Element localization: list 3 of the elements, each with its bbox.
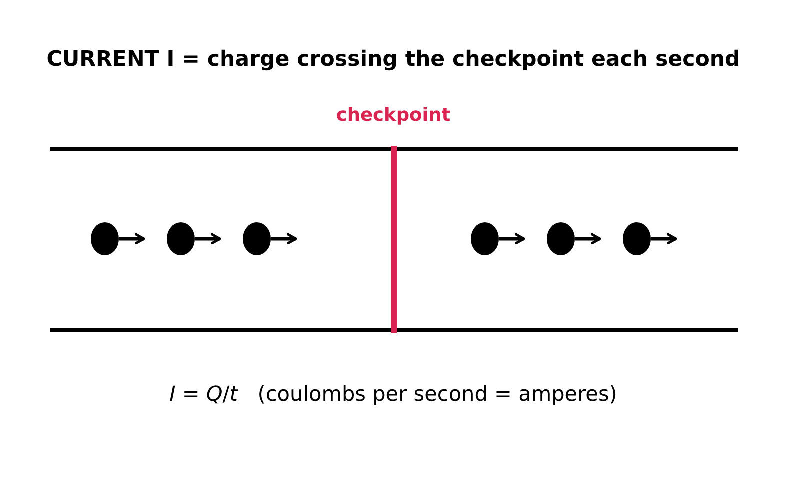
formula-caption: I = Q/t (coulombs per second = amperes)	[170, 383, 618, 407]
checkpoint-label: checkpoint	[336, 105, 451, 126]
diagram-title: CURRENT I = charge crossing the checkpoint each second	[46, 48, 740, 72]
